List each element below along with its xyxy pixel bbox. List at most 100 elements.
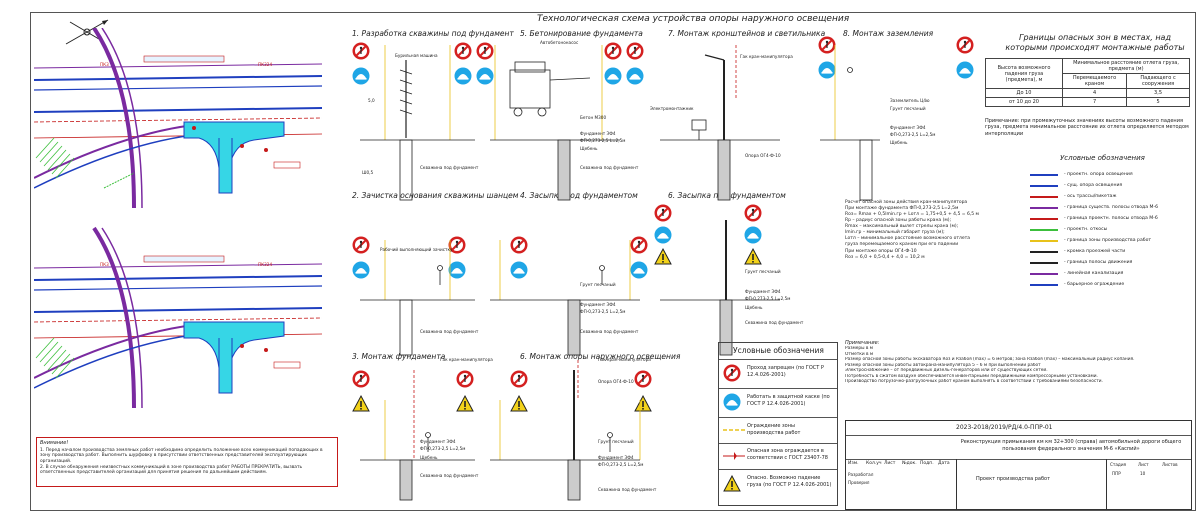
sand-label: Грунт песчаный <box>745 269 781 274</box>
legend-fence: Ограждение зоны производства работ <box>747 423 801 436</box>
step-1-title: 1. Разработка скважины под фундамент <box>352 29 514 38</box>
stamp-header-cell: Дата <box>938 461 950 466</box>
legend-swatch-icon <box>1030 229 1058 231</box>
legend-item-label: - граница существ. полосы отвода М-6 <box>1064 205 1159 210</box>
legend-item-label: - граница полосы движения <box>1064 260 1133 265</box>
col-distance: Минимальное расстояние отлета груза, пре… <box>1062 58 1190 74</box>
center-legend-heading: Условные обозначения <box>733 346 824 355</box>
stamp-header-cell: Лист <box>884 461 896 466</box>
legend-item: - линейная канализация <box>1030 269 1190 280</box>
legend-item: - проектн. опора освещения <box>1030 170 1190 181</box>
legend-item: - граница проектн. полосы отвода М-6 <box>1030 214 1190 225</box>
legend-swatch-icon <box>1030 284 1058 286</box>
step-6-title: 6. Монтаж опоры наружного освещения <box>520 352 681 361</box>
step-2-title: 2. Зачистка основания скважины шанцем <box>352 191 519 200</box>
foundation-code-label: ФП-0,273-2,5 L=2,5м <box>580 138 626 143</box>
col-height: Высота возможного падения груза (предмет… <box>985 58 1063 89</box>
calc-line: груза перемещаемого краном при его паден… <box>845 242 959 248</box>
warning-heading: Внимание! <box>40 440 69 446</box>
well-label: Скважина под фундамент <box>420 165 479 170</box>
sheet-value: 10 <box>1140 471 1146 476</box>
foundation-code-label: ФП-0,273-2,5 L=2,5м <box>745 296 791 301</box>
dim-label: Ш0,5 <box>362 170 374 175</box>
well-label: Скважина под фундамент <box>580 329 639 334</box>
step-7-title: 7. Монтаж кронштейнов и светильника <box>668 29 826 38</box>
danger-zone-icon <box>723 452 745 460</box>
legend-item-label: - ось трассы/пикетаж <box>1064 194 1117 199</box>
crane-label: Гак кран-манипулятора <box>440 357 493 362</box>
danger-zone-table: Высота возможного падения груза (предмет… <box>985 58 1190 107</box>
legend-item-label: - граница проектн. полосы отвода М-6 <box>1064 216 1158 221</box>
sand-label: Грунт песчаный <box>580 282 616 287</box>
legend-item: - кромка проезжей части <box>1030 247 1190 258</box>
pk3-label-2: ПК3 <box>100 262 109 267</box>
section-drawings <box>360 45 880 501</box>
legend-item: - ось трассы/пикетаж <box>1030 192 1190 203</box>
calculation-block: Расчет опасной зоны действия кран-манипу… <box>845 200 1020 261</box>
table-note: Примечание: при промежуточных значениях … <box>985 118 1189 137</box>
site-plans <box>34 28 323 409</box>
electrician-label: Электромонтажник <box>650 106 694 111</box>
foundation-label: Фундамент ЗФ4 <box>580 131 616 136</box>
legend-swatch-icon <box>1030 207 1058 209</box>
sheet-title: Проект производства работ <box>976 476 1051 482</box>
pump-label: Автобетононасос <box>540 40 579 45</box>
note-line: Потребность в сжатом воздухе обеспечивае… <box>845 373 1098 379</box>
calc-line: Расчет опасной зоны действия кран-манипу… <box>845 200 968 205</box>
legend-no-entry: Проход запрещен (по ГОСТ Р 12.4.026-2001… <box>747 365 824 378</box>
drawing-title: Технологическая схема устройства опоры н… <box>537 14 850 24</box>
stamp-header-cell: Изм. <box>848 461 859 466</box>
calc-line: Rр – радиус опасной зоны работы крана (м… <box>845 218 951 224</box>
legend-item: - граница полосы движения <box>1030 258 1190 269</box>
concrete-label: Бетон М300 <box>580 115 607 120</box>
crane-label: Гак кран-манипулятора <box>598 357 651 362</box>
foundation-label: Фундамент ЗФ4 <box>890 125 926 130</box>
legend-item-label: - линейная канализация <box>1064 271 1124 276</box>
col-structure: Падающего с сооружения <box>1126 73 1190 89</box>
legend-item-label: - сущ. опора освещения <box>1064 183 1123 188</box>
pole-label: Опора ОГ4-Ф-10 <box>598 379 634 384</box>
calc-line: Rоз= Rmax + 0,5lmin.гр + Lотл = 1,75+0,5… <box>845 212 979 218</box>
step-4-title: 4. Засыпка под фундаментом <box>520 191 638 200</box>
crane-label: Гак кран-манипулятора <box>740 54 793 59</box>
no-entry-icon <box>723 364 742 383</box>
legend-swatch-icon <box>1030 185 1058 187</box>
gravel-label: Щебень <box>890 140 908 145</box>
legend-item: - проектн. откосы <box>1030 225 1190 236</box>
stage-header: Стадия <box>1110 462 1127 467</box>
note-line: Отметки в м <box>845 351 874 357</box>
legend-item: - барьерное ограждение <box>1030 280 1190 291</box>
sheet-header: Лист <box>1138 462 1149 467</box>
foundation-code-label: ФП-0,273-2,5 L=2,5м <box>580 309 626 314</box>
legend-swatch-icon <box>1030 218 1058 220</box>
fence-icon <box>723 429 745 431</box>
legend-swatch-icon <box>1030 273 1058 275</box>
foundation-code-label: ФП-0,273-2,5 L=2,5м <box>890 132 936 137</box>
legend-item-label: - проектн. откосы <box>1064 227 1108 232</box>
foundation-label: Фундамент ЗФ4 <box>745 289 781 294</box>
stamp-header-cell: Подп. <box>920 461 934 466</box>
sand-label: Грунт песчаный <box>598 439 634 444</box>
sand-label: Грунт песчаный <box>890 106 926 111</box>
warning-icon <box>723 475 741 492</box>
pk3-label-1: ПК3 <box>100 62 109 67</box>
well-label: Скважина под фундамент <box>598 487 657 492</box>
project-desc: Реконструкция примыкания км км 32+300 (с… <box>960 439 1182 452</box>
no-entry-icon <box>956 36 975 79</box>
foundation-code-label: ФП-0,273-2,5 L=2,5м <box>598 462 644 467</box>
sheet-frame <box>30 12 1196 511</box>
legend-item: - граница существ. полосы отвода М-6 <box>1030 203 1190 214</box>
legend-swatch-icon <box>1030 240 1058 242</box>
step-5-title: 5. Бетонирование фундамента <box>520 29 643 38</box>
doc-code: 2023-2018/2019/РД/4.0-ППР-01 <box>956 424 1053 431</box>
pk-label-1: ПК324 <box>258 62 273 67</box>
gravel-label: Щебень <box>420 455 438 460</box>
legend-swatch-icon <box>1030 251 1058 253</box>
foundation-label: Фундамент ЗФ4 <box>420 439 456 444</box>
machine-label: Бурильная машина <box>395 53 438 58</box>
foundation-label: Фундамент ЗФ4 <box>580 302 616 307</box>
legend-swatch-icon <box>1030 196 1058 198</box>
stage-value: ППР <box>1112 471 1121 476</box>
